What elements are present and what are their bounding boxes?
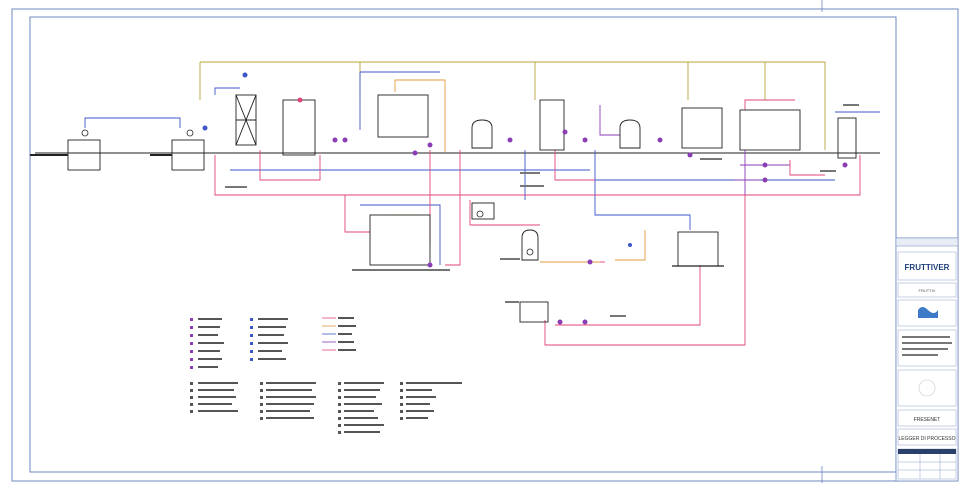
stamp-mark [918, 379, 936, 397]
reactor-tank [377, 94, 429, 138]
red-loop-2 [344, 195, 370, 233]
red-return-header [214, 155, 861, 196]
pump-symbol-12 [762, 162, 768, 168]
valve-symbol-2 [242, 72, 248, 78]
project-label: FRESENET [914, 417, 941, 423]
pump-symbol-16 [582, 319, 588, 325]
instrument-symbol-3 [628, 243, 632, 247]
pump-symbol-11 [687, 152, 693, 158]
pump-symbol-6 [427, 142, 433, 148]
legend-column-2 [250, 318, 288, 361]
pump-symbol-18 [427, 262, 433, 268]
chemical-vessel [521, 229, 539, 261]
digester-tank [369, 214, 431, 266]
process-tank-2 [539, 99, 565, 151]
title-block-header [895, 237, 959, 247]
pump-symbol-7 [507, 137, 513, 143]
pump-symbol-8 [562, 129, 568, 135]
outlet-sump [837, 117, 857, 159]
red-loop-5 [554, 150, 595, 181]
pump-symbol-10 [657, 137, 663, 143]
sludge-press [519, 301, 549, 323]
purple-line-1 [599, 105, 620, 136]
pump-symbol-13 [762, 177, 768, 183]
pressure-vessel-1 [471, 119, 493, 149]
pump-symbol-14 [842, 162, 848, 168]
company-logo-mark [918, 307, 938, 318]
valve-symbol-1 [202, 125, 208, 131]
stamp-box [897, 369, 957, 407]
blue-feed-line-2 [214, 87, 240, 95]
pump-symbol-1 [81, 129, 89, 137]
pump-symbol-3 [332, 137, 338, 143]
red-loop-3 [445, 150, 461, 266]
valves-and-instruments [81, 72, 848, 325]
blue-feed-line-1 [84, 117, 181, 128]
revision-table-header [898, 449, 956, 454]
instrument-symbol-2 [526, 248, 534, 256]
orange-line-1 [394, 79, 446, 152]
pump-symbol-17 [557, 319, 563, 325]
client-logo-text: FRUTTIVER [905, 263, 950, 272]
valve-symbol-3 [297, 97, 303, 103]
sheet-label-box [897, 282, 957, 298]
instrument-symbol-1 [476, 210, 484, 218]
process-lines [35, 61, 880, 346]
red-loop-8 [544, 195, 746, 346]
red-line-9 [744, 99, 795, 110]
red-loop-1 [259, 150, 321, 181]
red-loop-6 [469, 200, 540, 226]
client-logo-box [897, 251, 957, 281]
legend-column-1 [190, 318, 224, 369]
pump-symbol-15 [587, 259, 593, 265]
equipment [30, 94, 857, 323]
pump-symbol-4 [342, 137, 348, 143]
control-panel [471, 202, 495, 220]
legend-column-3-line-types [322, 317, 356, 351]
blue-line-6 [594, 150, 691, 230]
sludge-tank [739, 109, 801, 151]
pump-symbol-2 [186, 129, 194, 137]
blue-line-8 [360, 204, 441, 265]
top-utility-header [200, 61, 826, 150]
project-box [897, 409, 957, 427]
pressure-vessel-2 [619, 119, 641, 149]
pump-symbol-5 [412, 150, 418, 156]
orange-line-3 [615, 230, 646, 261]
title-block: FRUTTIVER FRUTTIV FRESENET LEGGER DI PRO… [895, 237, 959, 482]
drawing-title-box [897, 428, 957, 446]
legend-area [190, 317, 462, 434]
clarifier-tank [681, 107, 723, 149]
sheet-label: FRUTTIV [919, 288, 936, 293]
drawing-title: LEGGER DI PROCESSO [899, 436, 956, 442]
legend-equipment-list [190, 382, 462, 434]
equipment-tag-marks [225, 104, 859, 317]
red-loop-7 [555, 265, 701, 326]
pump-symbol-9 [582, 137, 588, 143]
